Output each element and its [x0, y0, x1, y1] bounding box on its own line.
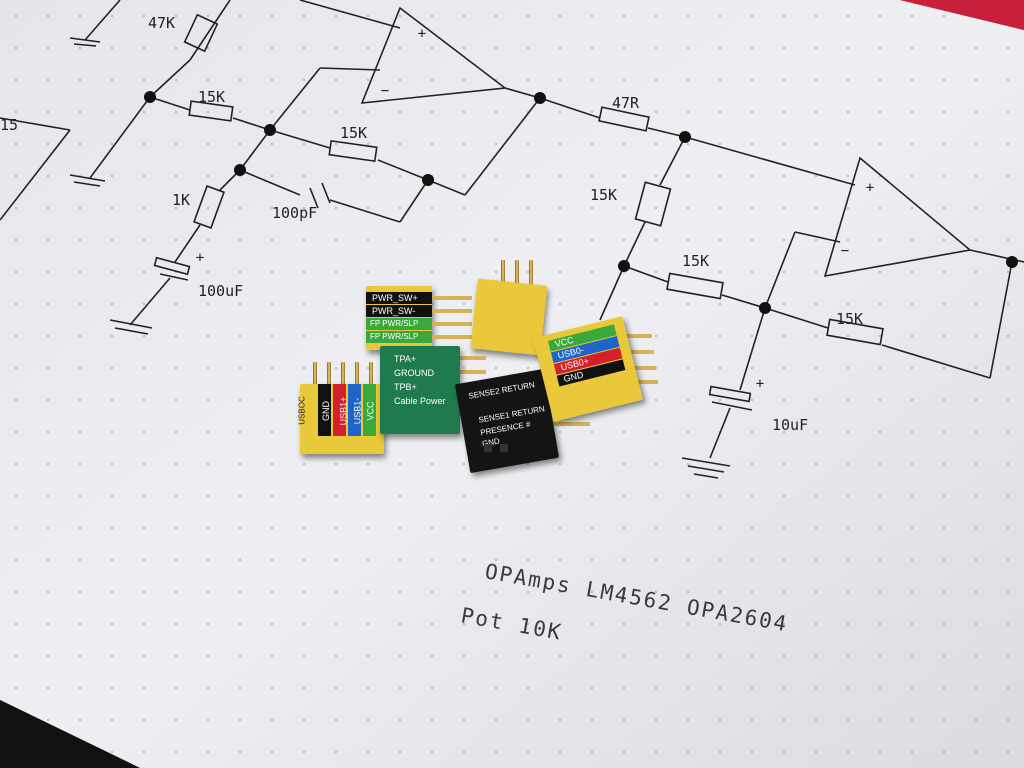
svg-text:+: + — [418, 26, 426, 42]
label-c3: 10uF — [772, 416, 808, 434]
schematic-wires — [0, 0, 1024, 479]
power-switch-connector: PWR_SW+ PWR_SW- FP PWR/SLP FP PWR/SLP — [366, 286, 476, 356]
pin — [550, 422, 590, 426]
pin — [313, 362, 317, 388]
svg-text:+: + — [756, 376, 764, 392]
pin-label: VCC — [365, 401, 376, 421]
pin — [452, 370, 486, 374]
label-r5: 15K — [682, 252, 709, 270]
usb-right-connector: VCC USB0- USB0+ GND — [532, 316, 662, 422]
pin-label: GND — [321, 401, 331, 421]
pin — [432, 296, 472, 300]
pin-label: USB1- — [352, 397, 363, 425]
label-r-top: 47K — [148, 14, 175, 32]
usb-right-body: VCC USB0- USB0+ GND — [532, 316, 644, 422]
pin — [432, 309, 472, 313]
schematic-junctions — [144, 91, 1018, 314]
pin — [432, 322, 472, 326]
pin — [432, 335, 472, 339]
pin-label: TPA+ — [394, 354, 417, 364]
pin — [341, 362, 345, 388]
pin-label: FP PWR/SLP — [370, 319, 419, 328]
plain-yellow-connector — [470, 260, 550, 360]
pin-label: PWR_SW- — [372, 306, 416, 316]
label-r4: 15K — [590, 186, 617, 204]
firewire-connector: TPA+ GROUND TPB+ Cable Power — [380, 346, 490, 438]
pin-label: FP PWR/SLP — [370, 332, 419, 341]
firewire-body — [380, 346, 460, 434]
pin-label: USB1+ — [338, 396, 349, 426]
pin-label: GROUND — [394, 368, 434, 378]
svg-text:+: + — [196, 250, 204, 266]
label-r1: 15K — [198, 88, 225, 106]
pin — [355, 362, 359, 388]
pin-label: Cable Power — [394, 396, 446, 406]
svg-text:−: − — [841, 243, 849, 259]
pin — [529, 260, 533, 286]
usb-left-connector: USBOC GND USB1+ USB1- VCC — [297, 358, 390, 458]
svg-text:+: + — [866, 180, 874, 196]
pin-label: PWR_SW+ — [372, 293, 418, 303]
label-left-edge: 15 — [0, 116, 18, 134]
pin — [452, 356, 486, 360]
label-r2: 15K — [340, 124, 367, 142]
pin — [515, 260, 519, 286]
pin — [369, 362, 373, 388]
pin — [501, 260, 505, 286]
label-c2: 100uF — [198, 282, 243, 300]
label-r-series: 47R — [612, 94, 640, 112]
label-c1: 100pF — [272, 204, 317, 222]
svg-text:−: − — [381, 83, 389, 99]
label-r6: 15K — [836, 310, 863, 328]
pin — [327, 362, 331, 388]
pin-label: TPB+ — [394, 382, 417, 392]
label-r3: 1K — [172, 191, 190, 209]
pin-label: USBOC — [297, 396, 307, 425]
